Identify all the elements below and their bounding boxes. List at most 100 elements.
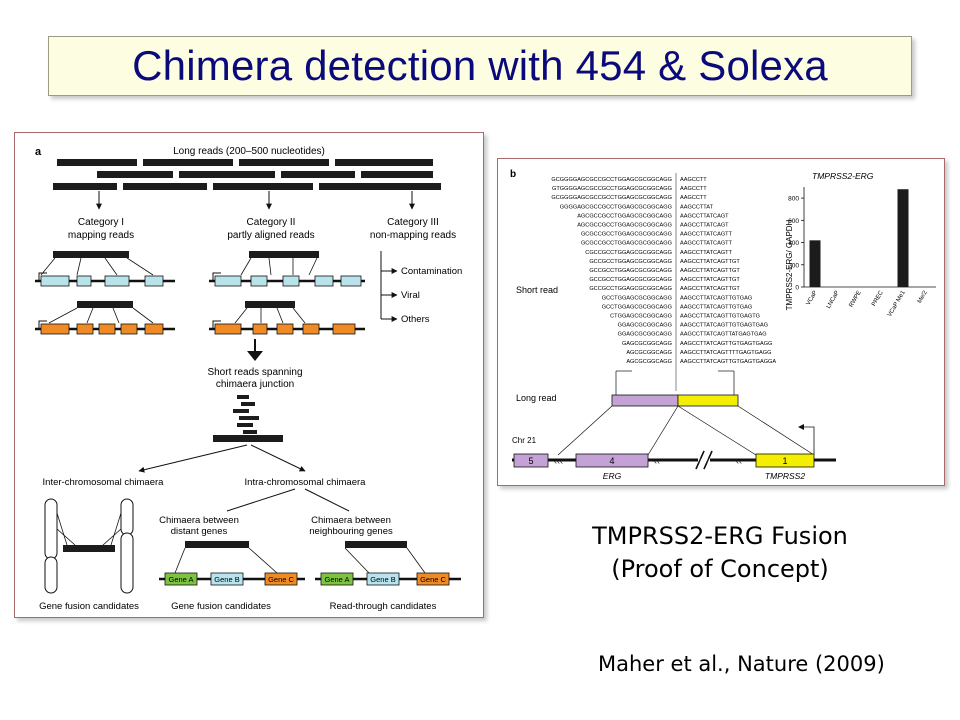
outcome-contamination: Contamination	[401, 266, 462, 277]
exon-1-label: 1	[782, 456, 787, 466]
category-3-line2: non-mapping reads	[370, 230, 456, 241]
short-read-left-6: GCGCCGCCTGGAGCGCGGCAGG	[581, 232, 672, 238]
distant-genes: Chimaera between distant genes Gene A Ge…	[159, 515, 305, 612]
short-read-right-13: AAGCCTTATCAGTTGTGAG	[680, 295, 752, 301]
short-read-right-16: AAGCCTTATCAGTTGTGAGTGAG	[680, 323, 768, 329]
short-read-label: Short read	[516, 285, 558, 295]
category-2-line2: partly aligned reads	[227, 230, 314, 241]
chart-bar-0	[809, 240, 821, 287]
short-read-right-10: AAGCCTTATCAGTTGT	[680, 268, 740, 274]
chart-category-label-5: Me/2	[917, 289, 929, 304]
chart-ytick-label-3: 600	[788, 218, 799, 225]
expression-bar-chart: TMPRSS2-ERG TMPRSS2-ERG/ GAPDH 020040060…	[785, 171, 936, 318]
long-read-bar	[611, 370, 739, 407]
short-read-right-15: AAGCCTTATCAGTTGTGAGTG	[680, 314, 760, 320]
short-read-left-9: GCCGCCTGGAGCGCGGCAGG	[589, 259, 672, 265]
short-read-right-19: AAGCCTTATCAGTTTTGAGTGAGG	[680, 350, 771, 356]
gene-b-label-2: Gene B	[370, 575, 395, 584]
gene-fusion-candidates-distant: Gene fusion candidates	[171, 601, 271, 612]
exon-1	[755, 453, 815, 468]
distant-line2: distant genes	[171, 526, 228, 537]
short-read-left-20: AGCGCGGCAGG	[626, 359, 672, 365]
inter-chromosomal-label: Inter-chromosomal chimaera	[43, 477, 165, 488]
exon-4-label: 4	[609, 456, 614, 466]
outcome-others: Others	[401, 314, 430, 325]
exon-5-label: 5	[528, 456, 533, 466]
break-icon	[695, 450, 713, 470]
projection-lines	[557, 405, 815, 456]
short-read-left-0: GCGGGGAGCGCCGCCTGGAGCGCGGCAGG	[551, 177, 672, 183]
spanning-line1: Short reads spanning	[207, 367, 302, 378]
short-read-left-7: GCGCCGCCTGGAGCGCGGCAGG	[581, 241, 672, 247]
panel-a-diagram: a Long reads (200–500 nucleotides) Categ…	[14, 132, 484, 618]
chevrons-icon-2: ‹‹	[654, 456, 660, 466]
category-1-line2: mapping reads	[68, 230, 134, 241]
exon-4	[575, 453, 649, 468]
erg-gene-label: ERG	[603, 471, 622, 481]
long-read-label: Long read	[516, 393, 557, 403]
neighbour-line1: Chimaera between	[311, 515, 391, 526]
exon-5	[513, 453, 549, 468]
short-read-left-2: GCGGGGAGCGCCGCCTGGAGCGCGGCAGG	[551, 195, 672, 201]
short-read-right-8: AAGCCTTATCAGTT	[680, 250, 733, 256]
chevrons-icon-3: ‹‹	[736, 456, 742, 466]
short-read-left-12: GCCGCCTGGAGCGCGGCAGG	[589, 286, 672, 292]
short-read-left-18: GAGCGCGGCAGG	[622, 341, 672, 347]
fusion-caption-line1: TMPRSS2-ERG Fusion	[592, 522, 848, 550]
spanning-line2: chimaera junction	[216, 379, 294, 390]
short-read-right-18: AAGCCTTATCAGTTGTGAGTGAGG	[680, 341, 772, 347]
short-read-left-4: AGCGCCGCCTGGAGCGCGGCAGG	[577, 213, 672, 219]
chart-ytick-label-2: 400	[788, 240, 799, 247]
tss-arrow-icon	[804, 426, 815, 454]
chart-category-label-1: LNCaP	[826, 290, 841, 310]
neighbouring-genes: Chimaera between neighbouring genes Gene…	[309, 515, 461, 612]
slide-title: Chimera detection with 454 & Solexa	[132, 42, 828, 89]
gene-a-label: Gene A	[168, 575, 193, 584]
short-read-left-1: GTGGGGAGCGCCGCCTGGAGCGCGGCAGG	[552, 186, 672, 192]
category-1-line1: Category I	[78, 217, 124, 228]
short-read-right-20: AAGCCTTATCAGTTGTGAGTGAGGA	[680, 359, 776, 365]
tmprss2-gene-label: TMPRSS2	[765, 471, 805, 481]
distant-line1: Chimaera between	[159, 515, 239, 526]
stacked-short-reads	[213, 395, 283, 442]
category-3-line1: Category III	[387, 217, 439, 228]
citation: Maher et al., Nature (2009)	[598, 652, 885, 676]
short-read-right-14: AAGCCTTATCAGTTGTGAG	[680, 304, 752, 310]
fusion-caption-line2: (Proof of Concept)	[611, 555, 829, 583]
short-read-right-3: AAGCCTTAT	[680, 204, 714, 210]
gene-c-label: Gene C	[268, 575, 294, 584]
category-2-partial	[209, 251, 365, 335]
short-read-left-11: GCCGCCTGGAGCGCGGCAGG	[589, 277, 672, 283]
category-3-outcomes: Contamination Viral Others	[380, 251, 462, 325]
short-read-right-12: AAGCCTTATCAGTTGT	[680, 286, 740, 292]
chart-ytick-label-0: 0	[795, 285, 799, 292]
short-read-right-0: AAGCCTT	[680, 177, 707, 183]
chart-category-label-0: VCaP	[806, 290, 819, 307]
long-reads-bars	[53, 159, 441, 190]
short-read-right-7: AAGCCTTATCAGTT	[680, 241, 733, 247]
short-read-left-13: GCCTGGAGCGCGGCAGG	[602, 295, 672, 301]
panel-a-label: a	[35, 146, 42, 158]
short-read-right-9: AAGCCTTATCAGTTGT	[680, 259, 740, 265]
category-2-line1: Category II	[247, 217, 296, 228]
short-read-left-3: GGGGAGCGCCGCCTGGAGCGCGGCAGG	[560, 204, 672, 210]
chart-title: TMPRSS2-ERG	[812, 171, 874, 181]
panel-b-svg: b GCGGGGAGCGCCGCCTGGAGCGCGGCAGG GTGGGGAGC…	[510, 169, 936, 481]
chromosome-pair	[44, 498, 134, 594]
chart-bar-4	[897, 189, 909, 287]
long-reads-label: Long reads (200–500 nucleotides)	[173, 146, 325, 157]
chevrons-icon: ‹‹‹	[554, 456, 563, 466]
intra-chromosomal-label: Intra-chromosomal chimaera	[245, 477, 367, 488]
panel-b-label: b	[510, 169, 516, 180]
panel-a-svg: a Long reads (200–500 nucleotides) Categ…	[35, 146, 462, 612]
gene-c-label-2: Gene C	[420, 575, 446, 584]
chr21-label: Chr 21	[512, 436, 537, 445]
short-read-right-2: AAGCCTT	[680, 195, 707, 201]
chart-category-label-4: VCaP Me1	[887, 289, 907, 318]
short-reads-right: AAGCCTTAAGCCTTAAGCCTTAAGCCTTATAAGCCTTATC…	[680, 177, 776, 365]
short-read-left-16: GGAGCGCGGCAGG	[618, 323, 672, 329]
short-read-right-4: AAGCCTTATCAGT	[680, 213, 729, 219]
fusion-caption: TMPRSS2-ERG Fusion (Proof of Concept)	[540, 520, 900, 586]
chart-category-label-3: PREC	[871, 289, 885, 307]
gene-a-label-2: Gene A	[324, 575, 349, 584]
